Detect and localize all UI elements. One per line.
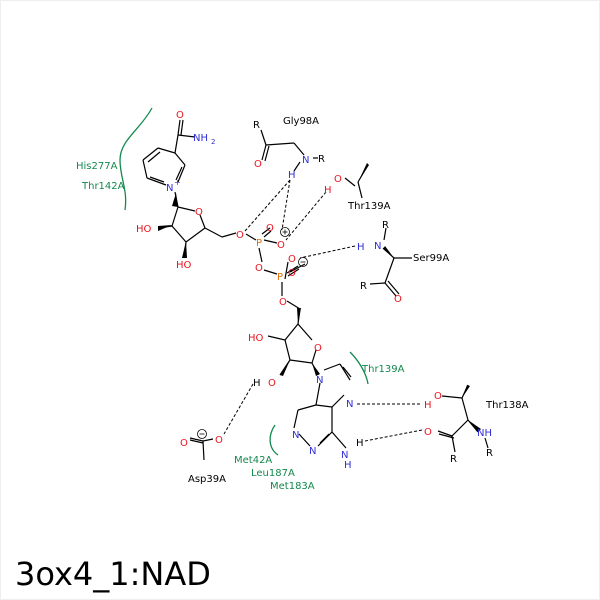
atom-o-thr138b: O — [424, 427, 432, 438]
residue-ser99: Ser99A — [413, 253, 449, 264]
atom-labels: O NH 2 N + O HO HO O P O O O P O O O O H… — [136, 110, 493, 471]
atom-r-ser99-b: R — [360, 281, 367, 292]
residue-gly98: Gly98A — [283, 116, 319, 127]
atom-ho-ribose2: HO — [248, 333, 264, 344]
atom-charge-plus: + — [174, 178, 181, 187]
residue-thr139-mid: Thr139A — [361, 364, 405, 375]
atom-o-ribose2b: O — [268, 378, 276, 389]
atom-n7: N — [346, 399, 353, 410]
residue-met183: Met183A — [270, 481, 315, 492]
atom-o-asp39b: O — [180, 438, 188, 449]
charge-minus-p1 — [280, 227, 290, 237]
atom-n6: N — [341, 450, 348, 461]
residue-his277: His277A — [76, 161, 118, 172]
residue-met42: Met42A — [234, 455, 272, 466]
atom-p1: P — [256, 238, 262, 249]
atom-o-bridge3: O — [279, 297, 287, 308]
atom-n-gly98: N — [302, 155, 309, 166]
atom-o-ribose2: O — [314, 343, 322, 354]
residue-thr138: Thr138A — [485, 400, 529, 411]
atom-nh2: NH — [193, 133, 208, 144]
atom-o-p2-double: O — [288, 254, 296, 265]
atom-o-ribose1: O — [195, 207, 203, 218]
atom-h-ser99: H — [357, 242, 365, 253]
atom-o-p1-double: O — [266, 223, 274, 234]
atom-r-gly98-b: R — [318, 154, 325, 165]
atom-n-pyridinium: N — [166, 183, 173, 194]
residue-leu187: Leu187A — [251, 468, 295, 479]
atom-n-ser99: N — [374, 241, 381, 252]
atom-p2: P — [277, 272, 283, 283]
arc-his277 — [119, 107, 153, 211]
atom-o-p2-side: O — [288, 268, 296, 279]
arc-thr139 — [349, 351, 369, 385]
atom-o-ser99: O — [394, 294, 402, 305]
atom-n9: N — [316, 375, 323, 386]
atom-h-ribose2b: H — [253, 378, 261, 389]
atom-o-bridge2: O — [255, 263, 263, 274]
residue-asp39: Asp39A — [188, 474, 226, 485]
atom-o-amide: O — [176, 110, 184, 121]
atom-r-ser99-a: R — [382, 220, 389, 231]
diagram-title: 3ox4_1:NAD — [15, 555, 211, 593]
atom-o-bridge1: O — [236, 230, 244, 241]
atom-o-gly98: O — [254, 159, 262, 170]
atom-o-thr139: O — [334, 174, 342, 185]
hydrophobic-arcs — [119, 107, 369, 456]
residue-thr139-top: Thr139A — [347, 201, 391, 212]
atom-r-thr138-a: R — [450, 454, 457, 465]
atom-n3: N — [292, 430, 299, 441]
residue-thr142: Thr142A — [81, 181, 125, 192]
atom-ho-ribose1b: HO — [176, 260, 192, 271]
atom-o-p1-minus: O — [277, 240, 285, 251]
atom-h-gly98: H — [288, 170, 296, 181]
atom-o-asp39a: O — [215, 435, 223, 446]
atom-h-thr138: H — [424, 400, 432, 411]
atom-r-gly98-a: R — [253, 120, 260, 131]
atom-h-thr139: H — [324, 185, 332, 196]
atom-n6-h: H — [344, 460, 352, 471]
charge-minus-asp39 — [197, 429, 207, 439]
atom-nh-thr138: NH — [477, 428, 492, 439]
atom-r-thr138-b: R — [486, 448, 493, 459]
residue-labels: Gly98A Thr139A Ser99A His277A Thr142A Th… — [76, 116, 529, 492]
wedge-bonds — [158, 163, 481, 432]
atom-ho-ribose1: HO — [136, 224, 152, 235]
atom-h-n6: H — [356, 438, 364, 449]
hydrogen-bonds — [223, 179, 423, 442]
arc-met42 — [269, 424, 279, 456]
atom-o-thr138: O — [434, 391, 442, 402]
charge-minus-p2 — [298, 257, 308, 267]
bonds — [142, 119, 489, 461]
atom-n1: N — [309, 446, 316, 457]
atom-nh2-sub: 2 — [211, 138, 215, 146]
